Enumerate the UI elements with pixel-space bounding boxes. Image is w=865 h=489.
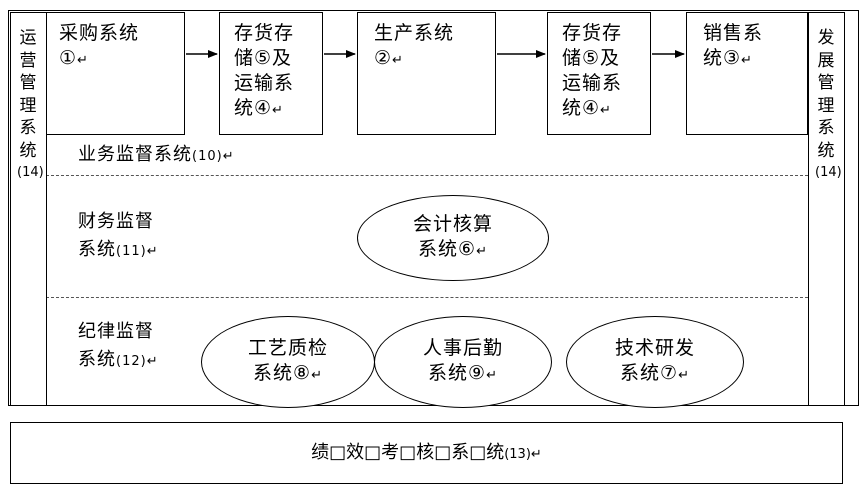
dev-char-4: 理	[817, 95, 835, 116]
rd-ellipse: 技术研发 系统⑦↵	[566, 316, 744, 408]
inventory-transport-box-1: 存货存 储⑤及 运输系 统④↵	[219, 12, 323, 135]
ops-char-3: 管	[19, 73, 37, 93]
inventory2-line2: 储⑤及	[562, 47, 621, 69]
dev-char-2: 展	[817, 50, 835, 71]
discipline-line2: 系统(12)↵	[78, 349, 159, 370]
ops-char-7: (14)	[17, 165, 44, 180]
performance-label: 绩□效□考□核□系□统(13)↵	[311, 441, 542, 463]
dev-char-3: 管	[817, 73, 835, 93]
hr-logistics-ellipse: 人事后勤 系统⑨↵	[374, 316, 552, 408]
inventory-transport-box-2: 存货存 储⑤及 运输系 统④↵	[547, 12, 651, 135]
sales-line1: 销售系	[703, 22, 764, 44]
separator-business-finance	[46, 175, 808, 176]
sales-system-box: 销售系 统③↵	[686, 12, 808, 135]
finance-monitoring-label: 财务监督 系统(11)↵	[78, 208, 159, 266]
rd-line2: 系统⑦↵	[620, 362, 690, 384]
quality-inspection-ellipse: 工艺质检 系统⑧↵	[201, 316, 375, 408]
inventory1-line1: 存货存	[234, 22, 295, 44]
ops-char-6: 统	[19, 140, 37, 161]
inventory2-line4: 统④↵	[562, 97, 612, 119]
production-line2: ②↵	[374, 47, 404, 69]
business-monitoring-label: 业务监督系统(10)↵	[78, 144, 235, 165]
quality-line1: 工艺质检	[247, 337, 328, 359]
accounting-line1: 会计核算	[412, 213, 493, 235]
inventory1-line3: 运输系	[234, 72, 295, 94]
discipline-line1: 纪律监督	[78, 321, 154, 342]
production-system-box: 生产系统 ②↵	[357, 12, 496, 135]
hr-line2: 系统⑨↵	[428, 362, 498, 384]
inventory2-line3: 运输系	[562, 72, 623, 94]
dev-char-1: 发	[817, 28, 835, 48]
sales-line2: 统③↵	[703, 47, 753, 69]
inventory1-line4: 统④↵	[234, 97, 284, 119]
dev-char-5: 系	[817, 118, 835, 138]
finance-line1: 财务监督	[78, 211, 154, 232]
development-management-system: 发 展 管 理 系 统 (14)	[808, 12, 845, 406]
performance-evaluation-box: 绩□效□考□核□系□统(13)↵	[10, 422, 843, 484]
separator-finance-discipline	[46, 297, 808, 298]
ops-char-4: 理	[19, 95, 37, 116]
discipline-monitoring-label: 纪律监督 系统(12)↵	[78, 318, 159, 376]
rd-line1: 技术研发	[614, 337, 695, 359]
dev-char-7: (14)	[815, 165, 842, 180]
dev-char-6: 统	[817, 140, 835, 161]
finance-line2: 系统(11)↵	[78, 239, 159, 260]
ops-char-2: 营	[19, 50, 37, 71]
ops-char-5: 系	[19, 118, 37, 138]
procurement-line2: ①↵	[59, 47, 89, 69]
quality-line2: 系统⑧↵	[253, 362, 323, 384]
procurement-system-box: 采购系统 ①↵	[46, 12, 185, 135]
procurement-line1: 采购系统	[59, 22, 140, 44]
operations-management-system: 运 营 管 理 系 统 (14)	[10, 12, 47, 406]
production-line1: 生产系统	[374, 22, 455, 44]
hr-line1: 人事后勤	[422, 337, 503, 359]
inventory1-line2: 储⑤及	[234, 47, 293, 69]
accounting-system-ellipse: 会计核算 系统⑥↵	[357, 195, 549, 281]
ops-char-1: 运	[19, 28, 37, 48]
accounting-line2: 系统⑥↵	[418, 238, 488, 260]
inventory2-line1: 存货存	[562, 22, 623, 44]
